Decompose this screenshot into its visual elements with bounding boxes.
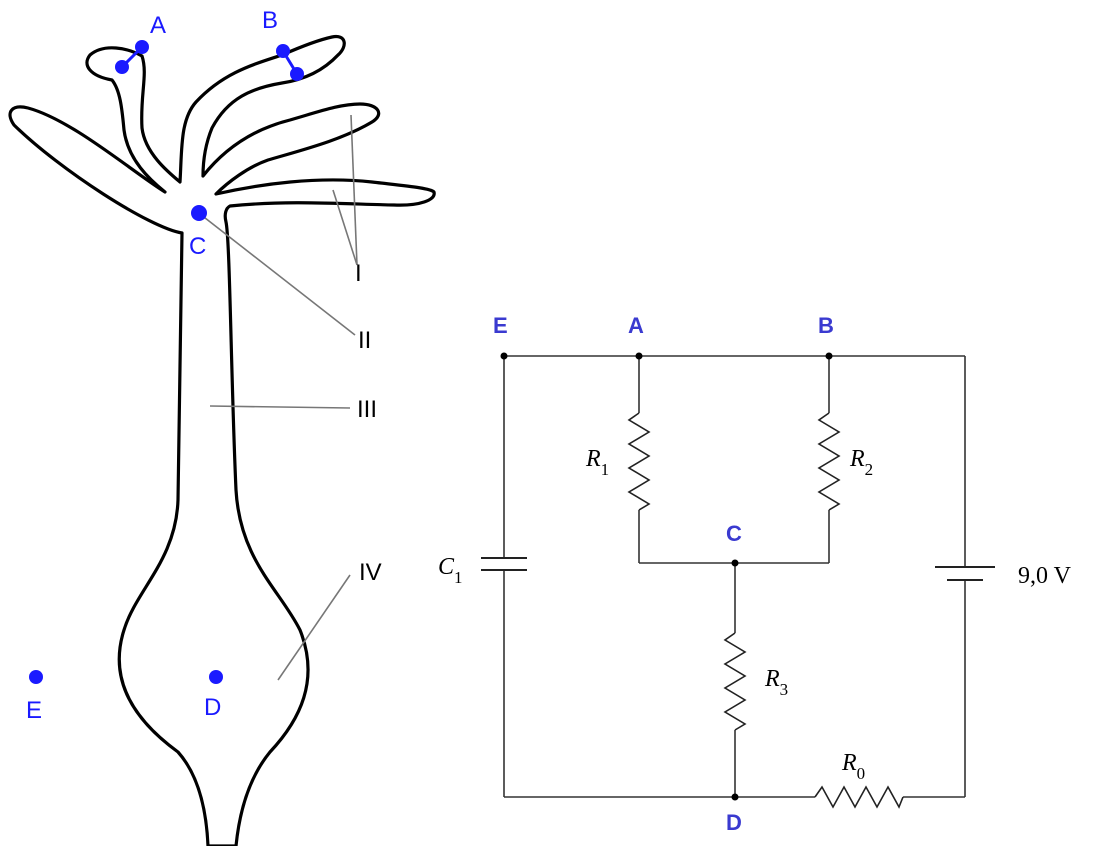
pointer-line-I-upper — [350, 114, 358, 266]
resistor-R3 — [723, 632, 747, 731]
node-label-E: E — [493, 313, 508, 338]
neuron-diagram: A B C D E I II III IV — [8, 7, 436, 846]
node-label-B: B — [818, 313, 834, 338]
circuit-diagram: E A B C D R1 R2 R3 R0 C1 9,0 V — [438, 313, 1072, 835]
neuron-outline — [8, 34, 436, 846]
point-label-D: D — [204, 694, 221, 721]
node-label-C: C — [726, 521, 742, 546]
label-R3: R3 — [764, 666, 788, 699]
resistor-R0 — [814, 785, 904, 809]
point-label-E: E — [26, 697, 42, 724]
electrode-E-dot — [29, 670, 43, 684]
pointer-line-III — [209, 405, 351, 409]
part-label-IV: IV — [359, 559, 382, 586]
electrode-B-dot-2 — [290, 67, 304, 81]
point-label-B: B — [262, 7, 278, 34]
electrode-A-dot-2 — [135, 40, 149, 54]
resistor-R2 — [817, 412, 841, 511]
junction-dot-B — [825, 352, 833, 360]
part-label-I: I — [355, 260, 362, 287]
label-R1: R1 — [585, 446, 609, 479]
node-label-D: D — [726, 810, 742, 835]
electrode-C-dot — [191, 205, 207, 221]
battery-voltage-label: 9,0 V — [1018, 563, 1072, 589]
pointer-line-IV — [277, 574, 351, 681]
junction-dot-D — [731, 793, 739, 801]
label-C1: C1 — [438, 554, 463, 587]
label-R2: R2 — [849, 446, 873, 479]
junction-dot-E — [500, 352, 508, 360]
node-label-A: A — [628, 313, 644, 338]
label-R0: R0 — [841, 750, 865, 783]
junction-dot-C — [731, 559, 739, 567]
pointer-line-II — [199, 213, 356, 336]
pointer-line-I-lower — [332, 189, 358, 266]
electrode-B-dot-1 — [276, 44, 290, 58]
point-label-C: C — [189, 233, 206, 260]
point-label-A: A — [150, 12, 166, 39]
junction-dot-A — [635, 352, 643, 360]
resistor-R1 — [627, 412, 651, 511]
part-label-II: II — [358, 327, 371, 354]
electrode-A-dot-1 — [115, 60, 129, 74]
part-label-III: III — [357, 396, 377, 423]
electrode-D-dot — [209, 670, 223, 684]
